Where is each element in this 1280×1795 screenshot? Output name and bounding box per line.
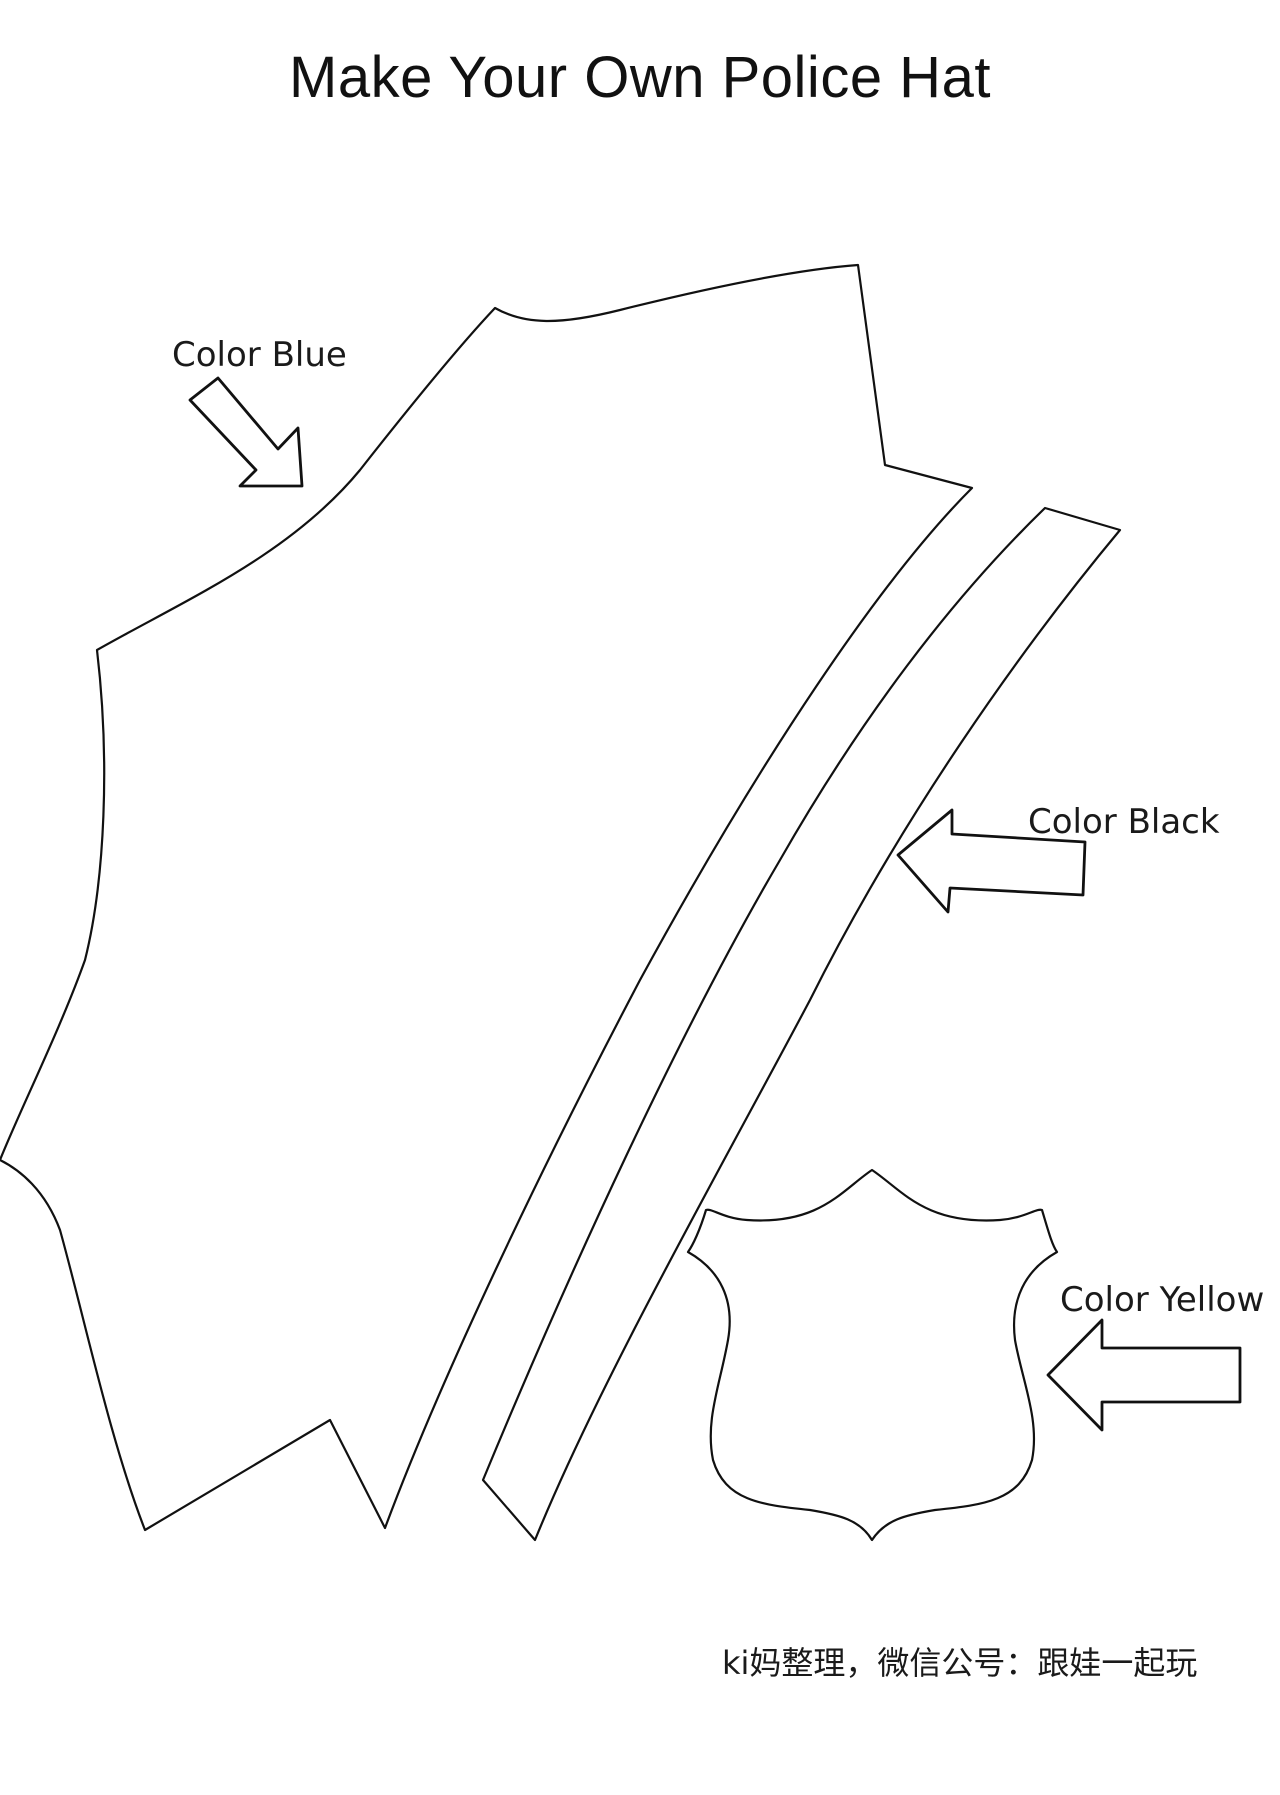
- color-black-label: Color Black: [1028, 802, 1220, 842]
- color-blue-label: Color Blue: [172, 335, 347, 375]
- arrow-left-icon: [1046, 1318, 1242, 1432]
- hat-band-piece: [481, 506, 1122, 1542]
- arrow-left-icon: [896, 808, 1087, 914]
- police-badge-piece: [686, 1168, 1059, 1542]
- page-title: Make Your Own Police Hat: [289, 45, 991, 110]
- hat-crown-piece: [0, 263, 974, 1532]
- footer-credit: ki妈整理，微信公号：跟娃一起玩: [722, 1644, 1198, 1682]
- arrow-down-right-icon: [188, 376, 304, 488]
- color-yellow-label: Color Yellow: [1060, 1280, 1265, 1320]
